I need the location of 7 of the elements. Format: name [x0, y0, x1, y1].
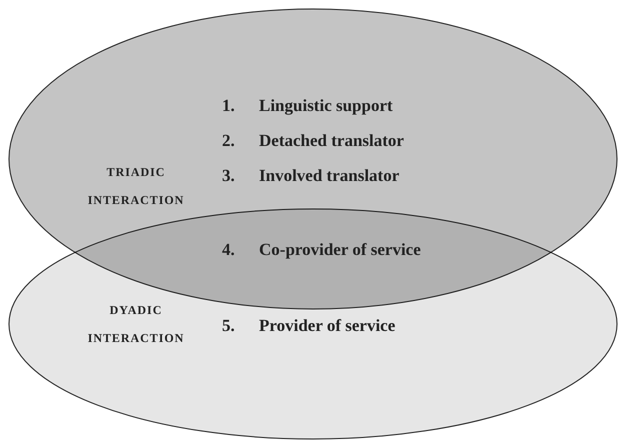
group-heading: TRIADIC INTERACTION: [86, 164, 186, 209]
group-heading: DYADIC INTERACTION: [86, 302, 186, 347]
list-item: 1. Linguistic support: [222, 95, 394, 117]
list-item: 3. Involved translator: [222, 165, 400, 187]
list-item: 5. Provider of service: [222, 315, 396, 337]
list-item: 4. Co-provider of service: [222, 239, 421, 261]
list-item: 2. Detached translator: [222, 130, 404, 152]
